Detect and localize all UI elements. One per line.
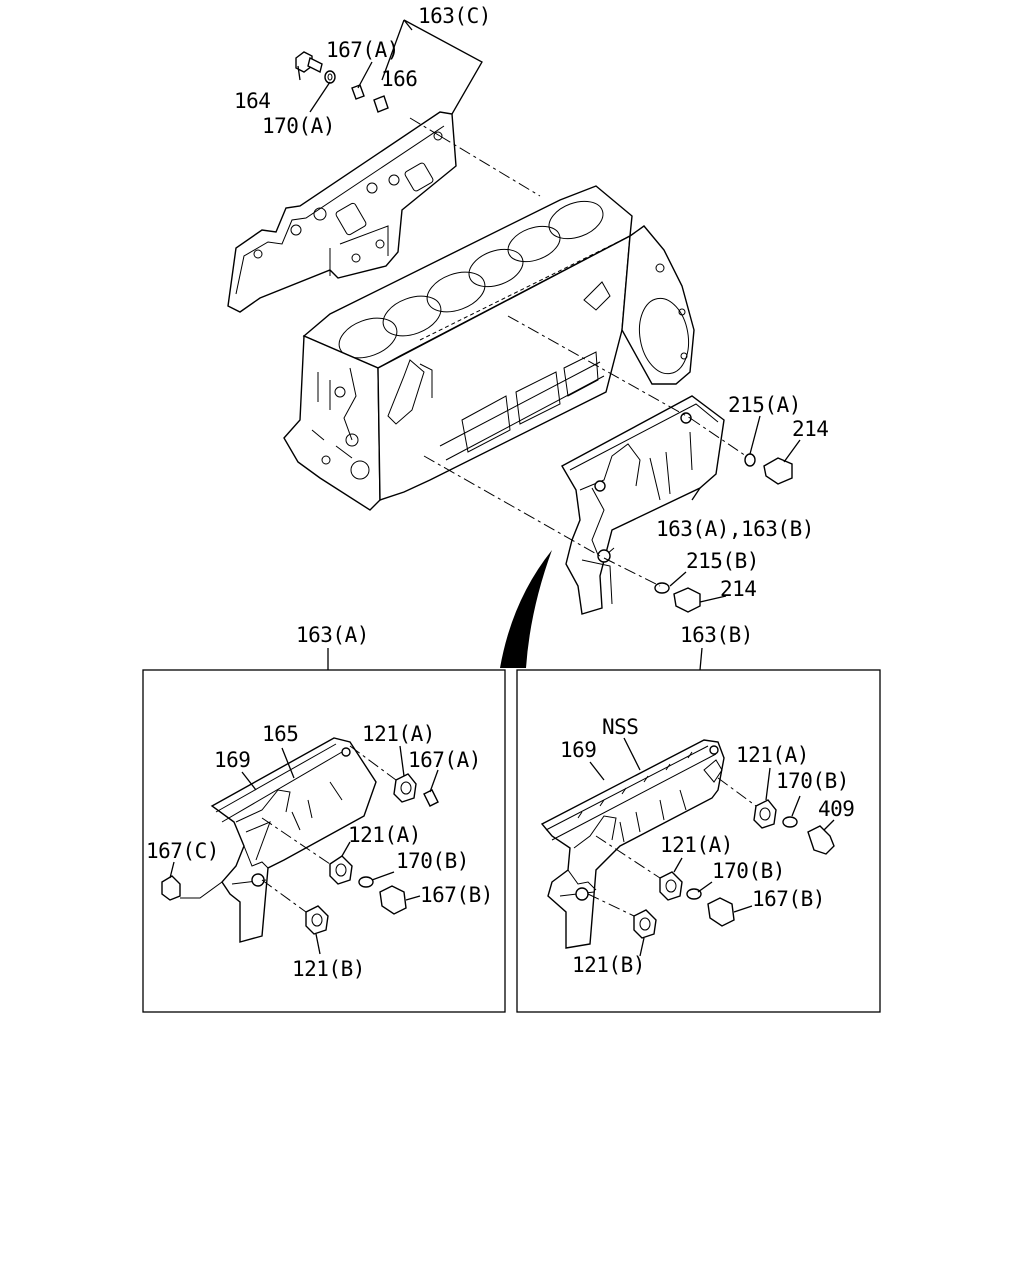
- bolt-164: [295, 51, 323, 74]
- title-163a: 163(A): [296, 623, 369, 647]
- label-b-121a-1: 121(A): [736, 743, 809, 767]
- label-b-169: 169: [560, 738, 596, 762]
- label-b-409: 409: [818, 797, 854, 821]
- centerlines-top: [409, 117, 747, 587]
- washer-215b: [654, 582, 670, 594]
- plug-166: [373, 95, 389, 113]
- bolt-214-top: [763, 457, 793, 485]
- label-166: 166: [381, 67, 417, 91]
- label-b-167b: 167(B): [752, 887, 825, 911]
- cylinder-block: [283, 185, 695, 511]
- label-a-165: 165: [262, 722, 298, 746]
- parts-box-b: [633, 799, 835, 939]
- label-214-top: 214: [792, 417, 828, 441]
- label-a-167c: 167(C): [146, 839, 219, 863]
- label-214-bottom: 214: [720, 577, 756, 601]
- label-215a: 215(A): [728, 393, 801, 417]
- cover-163b-detail: [540, 739, 725, 949]
- label-a-121b: 121(B): [292, 957, 365, 981]
- label-170a: 170(A): [262, 114, 335, 138]
- cover-163ab-assembled: [561, 395, 725, 615]
- label-215b: 215(B): [686, 549, 759, 573]
- label-b-nss: NSS: [602, 715, 638, 739]
- label-163ab: 163(A),163(B): [656, 517, 814, 541]
- label-b-170b-2: 170(B): [712, 859, 785, 883]
- title-163b: 163(B): [680, 623, 753, 647]
- bolt-214-bottom: [673, 587, 701, 613]
- centerlines-box-a: [180, 745, 397, 913]
- washer-215a: [744, 453, 756, 467]
- labels: 163(C) 167(A) 166 164 170(A) 215(A) 214 …: [146, 4, 855, 981]
- washer-170a: [324, 70, 336, 84]
- label-164: 164: [234, 89, 270, 113]
- label-a-121a-1: 121(A): [362, 722, 435, 746]
- leaders-top: [297, 19, 801, 603]
- label-b-121b: 121(B): [572, 953, 645, 977]
- label-a-169: 169: [214, 748, 250, 772]
- leaders-box-b: [589, 737, 835, 957]
- label-a-170b: 170(B): [396, 849, 469, 873]
- leaders-box-a: [169, 745, 439, 955]
- label-b-170b-1: 170(B): [776, 769, 849, 793]
- label-b-121a-2: 121(A): [660, 833, 733, 857]
- label-a-167a: 167(A): [408, 748, 481, 772]
- detail-box-163a: [142, 669, 506, 1013]
- centerlines-box-b: [587, 777, 757, 917]
- cover-163a-detail: [210, 737, 377, 943]
- plate-163c: [227, 111, 457, 313]
- parts-box-a: [161, 773, 439, 935]
- label-163c: 163(C): [418, 4, 491, 28]
- label-a-121a-2: 121(A): [348, 823, 421, 847]
- plug-167a-top: [351, 84, 365, 100]
- detail-pointer: [500, 550, 552, 668]
- label-a-167b: 167(B): [420, 883, 493, 907]
- label-167a-top: 167(A): [326, 38, 399, 62]
- detail-box-163b: [516, 669, 881, 1013]
